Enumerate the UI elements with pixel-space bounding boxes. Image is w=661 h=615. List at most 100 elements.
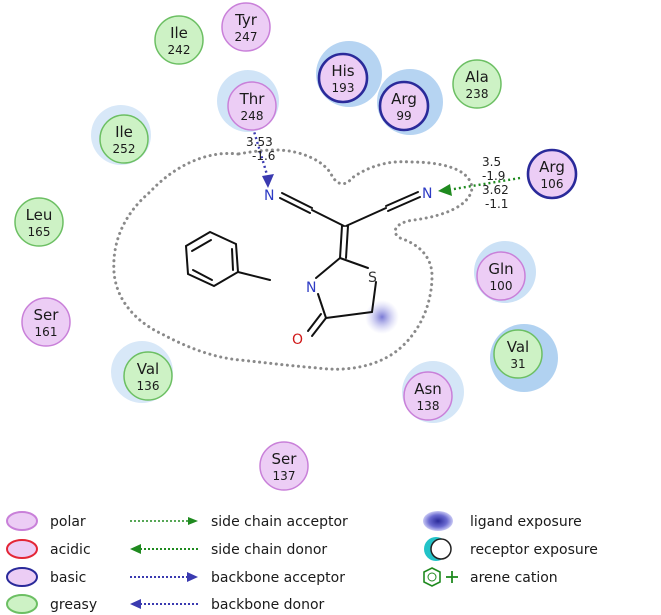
legend-polar-label: polar [50, 514, 86, 530]
atom-s-ring: S [368, 270, 377, 286]
residue-circle [378, 80, 430, 132]
legend-side-chain-donor-label: side chain donor [211, 542, 327, 558]
residue-name: Ile [115, 123, 133, 141]
residue-name: Leu [26, 206, 53, 224]
bond-c5-s [371, 281, 377, 313]
nitrile-right-2 [387, 196, 421, 212]
residue-name: Ala [465, 68, 489, 86]
arg106-energy-2: -1.1 [485, 197, 508, 211]
residue-name: Arg [539, 158, 565, 176]
legend-greasy-swatch [6, 594, 38, 614]
legend-acidic-label: acidic [50, 542, 91, 558]
residue-number: 165 [28, 225, 51, 239]
residue-number: 138 [417, 399, 440, 413]
residue-number: 242 [168, 43, 191, 57]
legend-backbone-acceptor-head [187, 572, 198, 582]
phenyl-double-1 [191, 239, 212, 252]
bond-right-arm [345, 207, 387, 227]
residue-circle [317, 52, 369, 104]
residue-circle [14, 197, 64, 247]
phenyl-ring [184, 230, 240, 288]
arg106-distance-2: 3.62 [482, 183, 509, 197]
legend-arene-cation-ring [423, 567, 441, 587]
legend-backbone-donor-label: backbone donor [211, 597, 325, 613]
bond-c4-o [311, 317, 327, 337]
ligand-exposure-spot [365, 300, 399, 334]
residue-name: Ser [34, 306, 60, 324]
residue-name: Arg [391, 90, 417, 108]
phenyl-double-2 [231, 248, 234, 271]
residue-number: 31 [510, 357, 525, 371]
legend-backbone-donor-head [130, 599, 141, 609]
arg106-energy-1: -1.9 [482, 169, 505, 183]
bond-s-c2 [339, 257, 369, 269]
phenyl-double-3 [192, 269, 213, 281]
atom-n-right: N [422, 186, 432, 202]
side-chain-donor-arrowhead [438, 184, 452, 196]
nitrile-left-1 [281, 192, 313, 209]
residue-circle [21, 297, 71, 347]
residue-circle [154, 15, 204, 65]
residue-nodes: Ile242Tyr247His193Ala238Thr248Arg99Ile25… [14, 2, 578, 491]
thr248-distance: 3.53 [246, 135, 273, 149]
residue-number: 248 [241, 109, 264, 123]
residue-circle [99, 114, 149, 164]
legend: polar acidic basic greasy side chain acc… [6, 511, 598, 614]
bond-c2-n [315, 257, 341, 279]
atom-n-ring: N [306, 280, 316, 296]
legend-ligand-exposure-swatch [423, 511, 453, 531]
nitrile-right-1 [385, 191, 419, 207]
bond-n-c4 [317, 293, 327, 319]
thr248-energy: -1.6 [252, 149, 275, 163]
bond-left-arm [311, 209, 345, 227]
residue-name: Asn [414, 380, 442, 398]
nitrile-left-2 [279, 197, 311, 214]
side-chain-donor-arrow [447, 176, 521, 192]
legend-receptor-exposure-inner [430, 538, 452, 560]
residue-circle [221, 2, 271, 52]
legend-side-chain-donor-head [130, 544, 141, 554]
residue-circle [526, 148, 578, 200]
legend-receptor-exposure-label: receptor exposure [470, 542, 598, 558]
residue-circle [452, 59, 502, 109]
residue-circle [476, 251, 526, 301]
residue-circle [403, 371, 453, 421]
bond-exo-2 [345, 225, 349, 259]
residue-number: 100 [490, 279, 513, 293]
residue-number: 252 [113, 142, 136, 156]
bond-phenyl-n [237, 271, 271, 281]
residue-circle [123, 351, 173, 401]
legend-ligand-exposure-label: ligand exposure [470, 514, 582, 530]
legend-side-chain-acceptor-label: side chain acceptor [211, 514, 348, 530]
legend-basic-label: basic [50, 570, 86, 586]
legend-basic-swatch [6, 567, 38, 587]
atom-n-left: N [264, 188, 274, 204]
residue-circle [493, 329, 543, 379]
residue-name: Ile [170, 24, 188, 42]
legend-backbone-acceptor-label: backbone acceptor [211, 570, 345, 586]
arg106-distance-1: 3.5 [482, 155, 501, 169]
legend-side-chain-acceptor-head [188, 517, 198, 525]
bond-c4-o-double [307, 313, 322, 332]
residue-name: Thr [239, 90, 266, 108]
legend-polar-swatch [6, 511, 38, 531]
residue-name: Val [507, 338, 529, 356]
residue-number: 193 [332, 81, 355, 95]
residue-name: Val [137, 360, 159, 378]
residue-number: 247 [235, 30, 258, 44]
backbone-acceptor-arrowhead [262, 174, 274, 188]
legend-acidic-swatch [6, 539, 38, 559]
residue-circle [259, 441, 309, 491]
residue-number: 238 [466, 87, 489, 101]
